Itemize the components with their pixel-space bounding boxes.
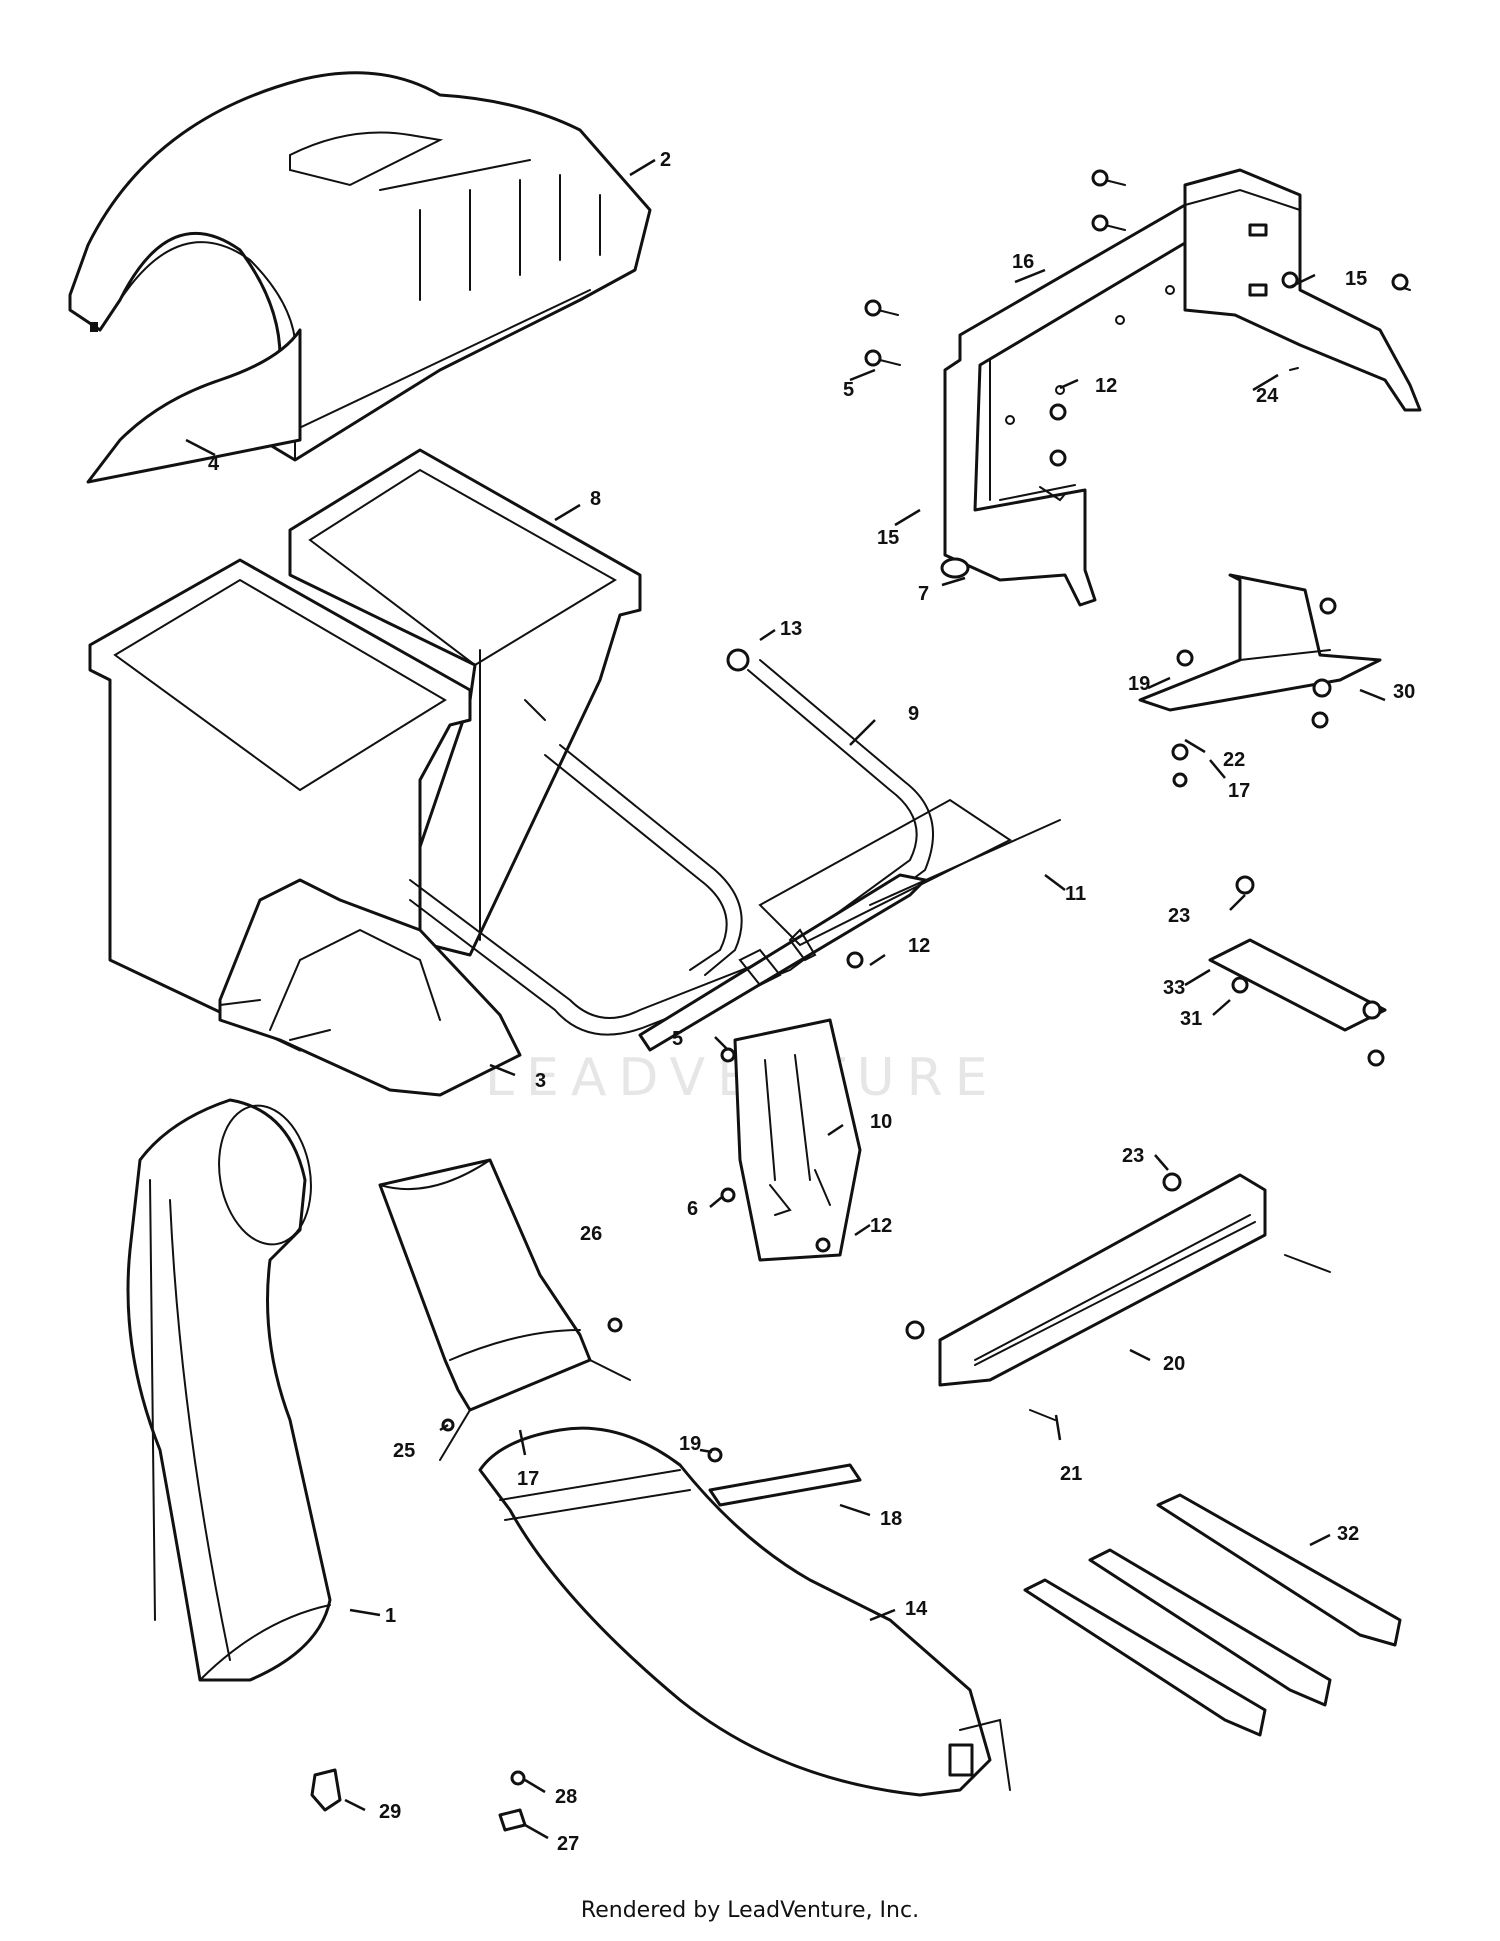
callout-16: 16: [1012, 251, 1034, 273]
lower-chute: [478, 1426, 1011, 1797]
callout-31: 31: [1180, 1008, 1202, 1030]
callout-4: 4: [208, 453, 220, 475]
cushion-bar: [905, 1172, 1331, 1421]
callout-23-bottom: 23: [1122, 1145, 1144, 1167]
callout-32: 32: [1337, 1523, 1359, 1545]
callout-9: 9: [908, 703, 919, 725]
callout-5-mid: 5: [672, 1028, 683, 1050]
footer-credit: Rendered by LeadVenture, Inc.: [580, 1898, 920, 1923]
callout-2: 2: [660, 149, 671, 171]
callout-30: 30: [1393, 681, 1415, 703]
callout-5-top: 5: [843, 379, 854, 401]
chute-adapter: [378, 1158, 631, 1461]
callout-21: 21: [1060, 1463, 1082, 1485]
callout-8: 8: [590, 488, 601, 510]
bagger-cover: [68, 71, 652, 462]
callout-25: 25: [393, 1440, 415, 1462]
callout-17-right: 17: [1228, 780, 1250, 802]
strap: [707, 1447, 862, 1507]
callout-labels: 2 4 16 15 5 12 24 15 7 8 3 13 9 19 30 22…: [208, 149, 1415, 1855]
callout-33: 33: [1163, 977, 1185, 999]
callout-1: 1: [385, 1605, 396, 1627]
callout-15-bottom: 15: [877, 527, 899, 549]
callout-10: 10: [870, 1111, 892, 1133]
bag-right: [288, 448, 642, 957]
callout-20: 20: [1163, 1353, 1185, 1375]
callout-18: 18: [880, 1508, 902, 1530]
callout-12-top: 12: [1095, 375, 1117, 397]
mount-plate: [720, 951, 864, 1262]
callout-3: 3: [535, 1070, 546, 1092]
callout-7: 7: [918, 583, 929, 605]
callout-12-mid: 12: [908, 935, 930, 957]
leader-lines: [185, 158, 1386, 1840]
callout-19-right: 19: [1128, 673, 1150, 695]
callout-12-bottom: 12: [870, 1215, 892, 1237]
chute-tube: [126, 1098, 332, 1682]
callout-27: 27: [557, 1833, 579, 1855]
bag-left: [88, 558, 522, 1097]
callout-24: 24: [1256, 385, 1279, 407]
callout-6: 6: [687, 1198, 698, 1220]
callout-22: 22: [1223, 749, 1245, 771]
callout-19-left: 19: [679, 1433, 701, 1455]
small-hardware: [310, 1768, 527, 1832]
callout-28: 28: [555, 1786, 577, 1808]
right-bracket: [1138, 573, 1382, 788]
rod: [758, 798, 1061, 947]
mower-blades: [1023, 1493, 1402, 1737]
callout-14: 14: [905, 1598, 928, 1620]
callout-29: 29: [379, 1801, 401, 1823]
callout-23-top: 23: [1168, 905, 1190, 927]
callout-13: 13: [780, 618, 802, 640]
callout-11: 11: [1065, 883, 1086, 905]
rear-bracket-assembly: [943, 168, 1422, 607]
callout-15-top: 15: [1345, 268, 1367, 290]
callout-17-left: 17: [517, 1468, 539, 1490]
bracket-bolts: [864, 169, 1411, 579]
bar-plate: [1208, 875, 1387, 1067]
callout-26: 26: [580, 1223, 602, 1245]
deflector-flap: [86, 328, 302, 484]
